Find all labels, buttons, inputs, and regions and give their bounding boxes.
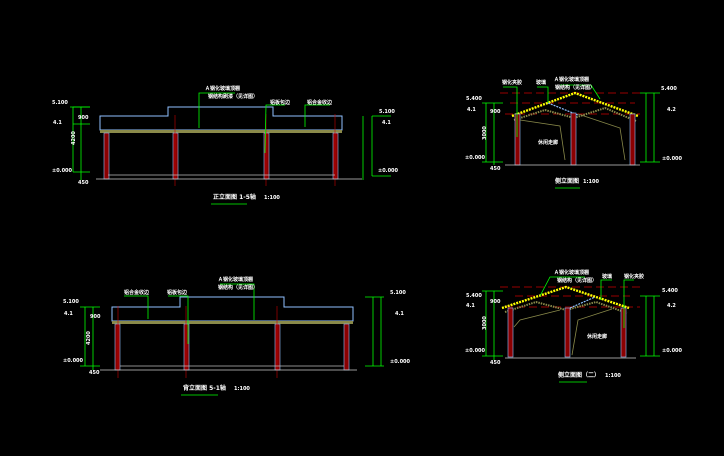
- dimension-lines: [70, 92, 391, 205]
- callout: 钢结构刷漆（见详图）: [208, 93, 258, 100]
- dimension-label: 3000: [482, 316, 488, 330]
- beam-hatch: [100, 130, 342, 133]
- axis-lines: [174, 114, 336, 186]
- callout: 钢化夹胶: [502, 79, 522, 86]
- columns: [114, 323, 350, 371]
- axis-lines: [500, 286, 640, 308]
- dimension-label: 900: [490, 109, 501, 115]
- dimension-label: 450: [490, 166, 501, 172]
- callout: 钢结构（见详图）: [218, 284, 258, 291]
- dimension-label: 4200: [71, 131, 77, 145]
- callout: 铝板包边: [167, 289, 188, 296]
- callout: 钢化夹胶: [624, 273, 644, 280]
- room-label: 休闲走廊: [586, 333, 607, 340]
- level-label: ±0.000: [465, 155, 486, 161]
- level-label: 4.1: [382, 120, 391, 126]
- room-label: 休闲走廊: [537, 139, 558, 146]
- callout: 玻璃: [602, 273, 612, 280]
- level-label: ±0.000: [465, 348, 486, 354]
- level-label: ±0.000: [52, 168, 73, 174]
- drawing-title: 侧立面图: [555, 177, 579, 185]
- level-label: 5.100: [379, 109, 395, 115]
- drawing-title: 侧立面图（二）: [558, 371, 600, 379]
- dimension-lines: [80, 283, 384, 396]
- level-label: 4.2: [667, 107, 676, 113]
- dimension-label: 4200: [86, 331, 92, 345]
- level-label: ±0.000: [390, 359, 411, 365]
- callout: 铝合金收边: [307, 99, 333, 106]
- callout: 铝板包边: [270, 99, 291, 106]
- dimension-lines: [482, 276, 660, 383]
- dimension-lines: [482, 84, 660, 189]
- level-label: ±0.000: [63, 358, 84, 364]
- axis-lines: [500, 92, 640, 115]
- roof-outline: [99, 106, 343, 131]
- drawing-scale: 1:100: [264, 195, 280, 201]
- callout: 铝合金收边: [124, 289, 150, 296]
- callout: Ａ钢化玻璃顶棚: [218, 276, 253, 283]
- level-label: 5.100: [63, 299, 79, 305]
- roof-slope: [511, 91, 639, 118]
- callout: 钢结构（见详图）: [555, 84, 595, 91]
- drawing-title: 背立面图 5-1轴: [183, 384, 226, 392]
- beam-hatch: [112, 321, 353, 324]
- side-elevation-2: 5.400 4.1 ±0.000 5.400 4.2 ±0.000 3000 9…: [465, 269, 683, 383]
- level-label: 4.1: [466, 303, 475, 309]
- level-label: ±0.000: [662, 156, 683, 162]
- level-label: 4.1: [467, 107, 476, 113]
- side-elevation: 5.400 4.1 ±0.000 5.400 4.2 ±0.000 3000 9…: [465, 76, 683, 189]
- front-elevation: 5.100 4.1 ±0.000 5.100 4.1 ±0.000 4200 9…: [52, 85, 399, 205]
- level-label: 5.400: [661, 86, 677, 92]
- level-label: 4.1: [395, 311, 404, 317]
- level-label: 4.1: [64, 311, 73, 317]
- drawing-scale: 1:100: [583, 179, 599, 185]
- drawing-scale: 1:100: [605, 373, 621, 379]
- dimension-label: 3000: [482, 126, 488, 140]
- level-label: 5.100: [390, 290, 406, 296]
- level-label: 4.1: [53, 120, 62, 126]
- columns: [514, 112, 636, 166]
- roof-slope: [501, 285, 630, 310]
- dimension-label: 900: [90, 314, 101, 320]
- columns: [507, 307, 627, 358]
- callout: 玻璃: [536, 79, 546, 86]
- dimension-label: 900: [78, 115, 89, 121]
- level-label: 5.100: [52, 100, 68, 106]
- level-label: 5.400: [466, 96, 482, 102]
- callout: Ａ钢化玻璃顶棚: [554, 269, 589, 276]
- axis-lines: [117, 306, 278, 378]
- dimension-label: 450: [89, 370, 100, 376]
- dimension-label: 450: [78, 180, 89, 186]
- columns: [103, 132, 339, 180]
- dimension-label: 450: [490, 360, 501, 366]
- level-label: 5.400: [662, 288, 678, 294]
- level-label: 4.2: [667, 303, 676, 309]
- callout: Ａ钢化玻璃顶棚: [554, 76, 589, 83]
- dimension-label: 900: [490, 299, 501, 305]
- drawing-scale: 1:100: [234, 386, 250, 392]
- callout: 钢结构（见详图）: [557, 277, 597, 284]
- callout: Ａ钢化玻璃顶棚: [205, 85, 240, 92]
- rear-elevation: 5.100 4.1 ±0.000 5.100 4.1 ±0.000 4200 9…: [63, 276, 411, 396]
- level-label: ±0.000: [662, 348, 683, 354]
- drawing-title: 正立面图 1-5轴: [213, 193, 256, 201]
- level-label: ±0.000: [378, 168, 399, 174]
- level-label: 5.400: [466, 293, 482, 299]
